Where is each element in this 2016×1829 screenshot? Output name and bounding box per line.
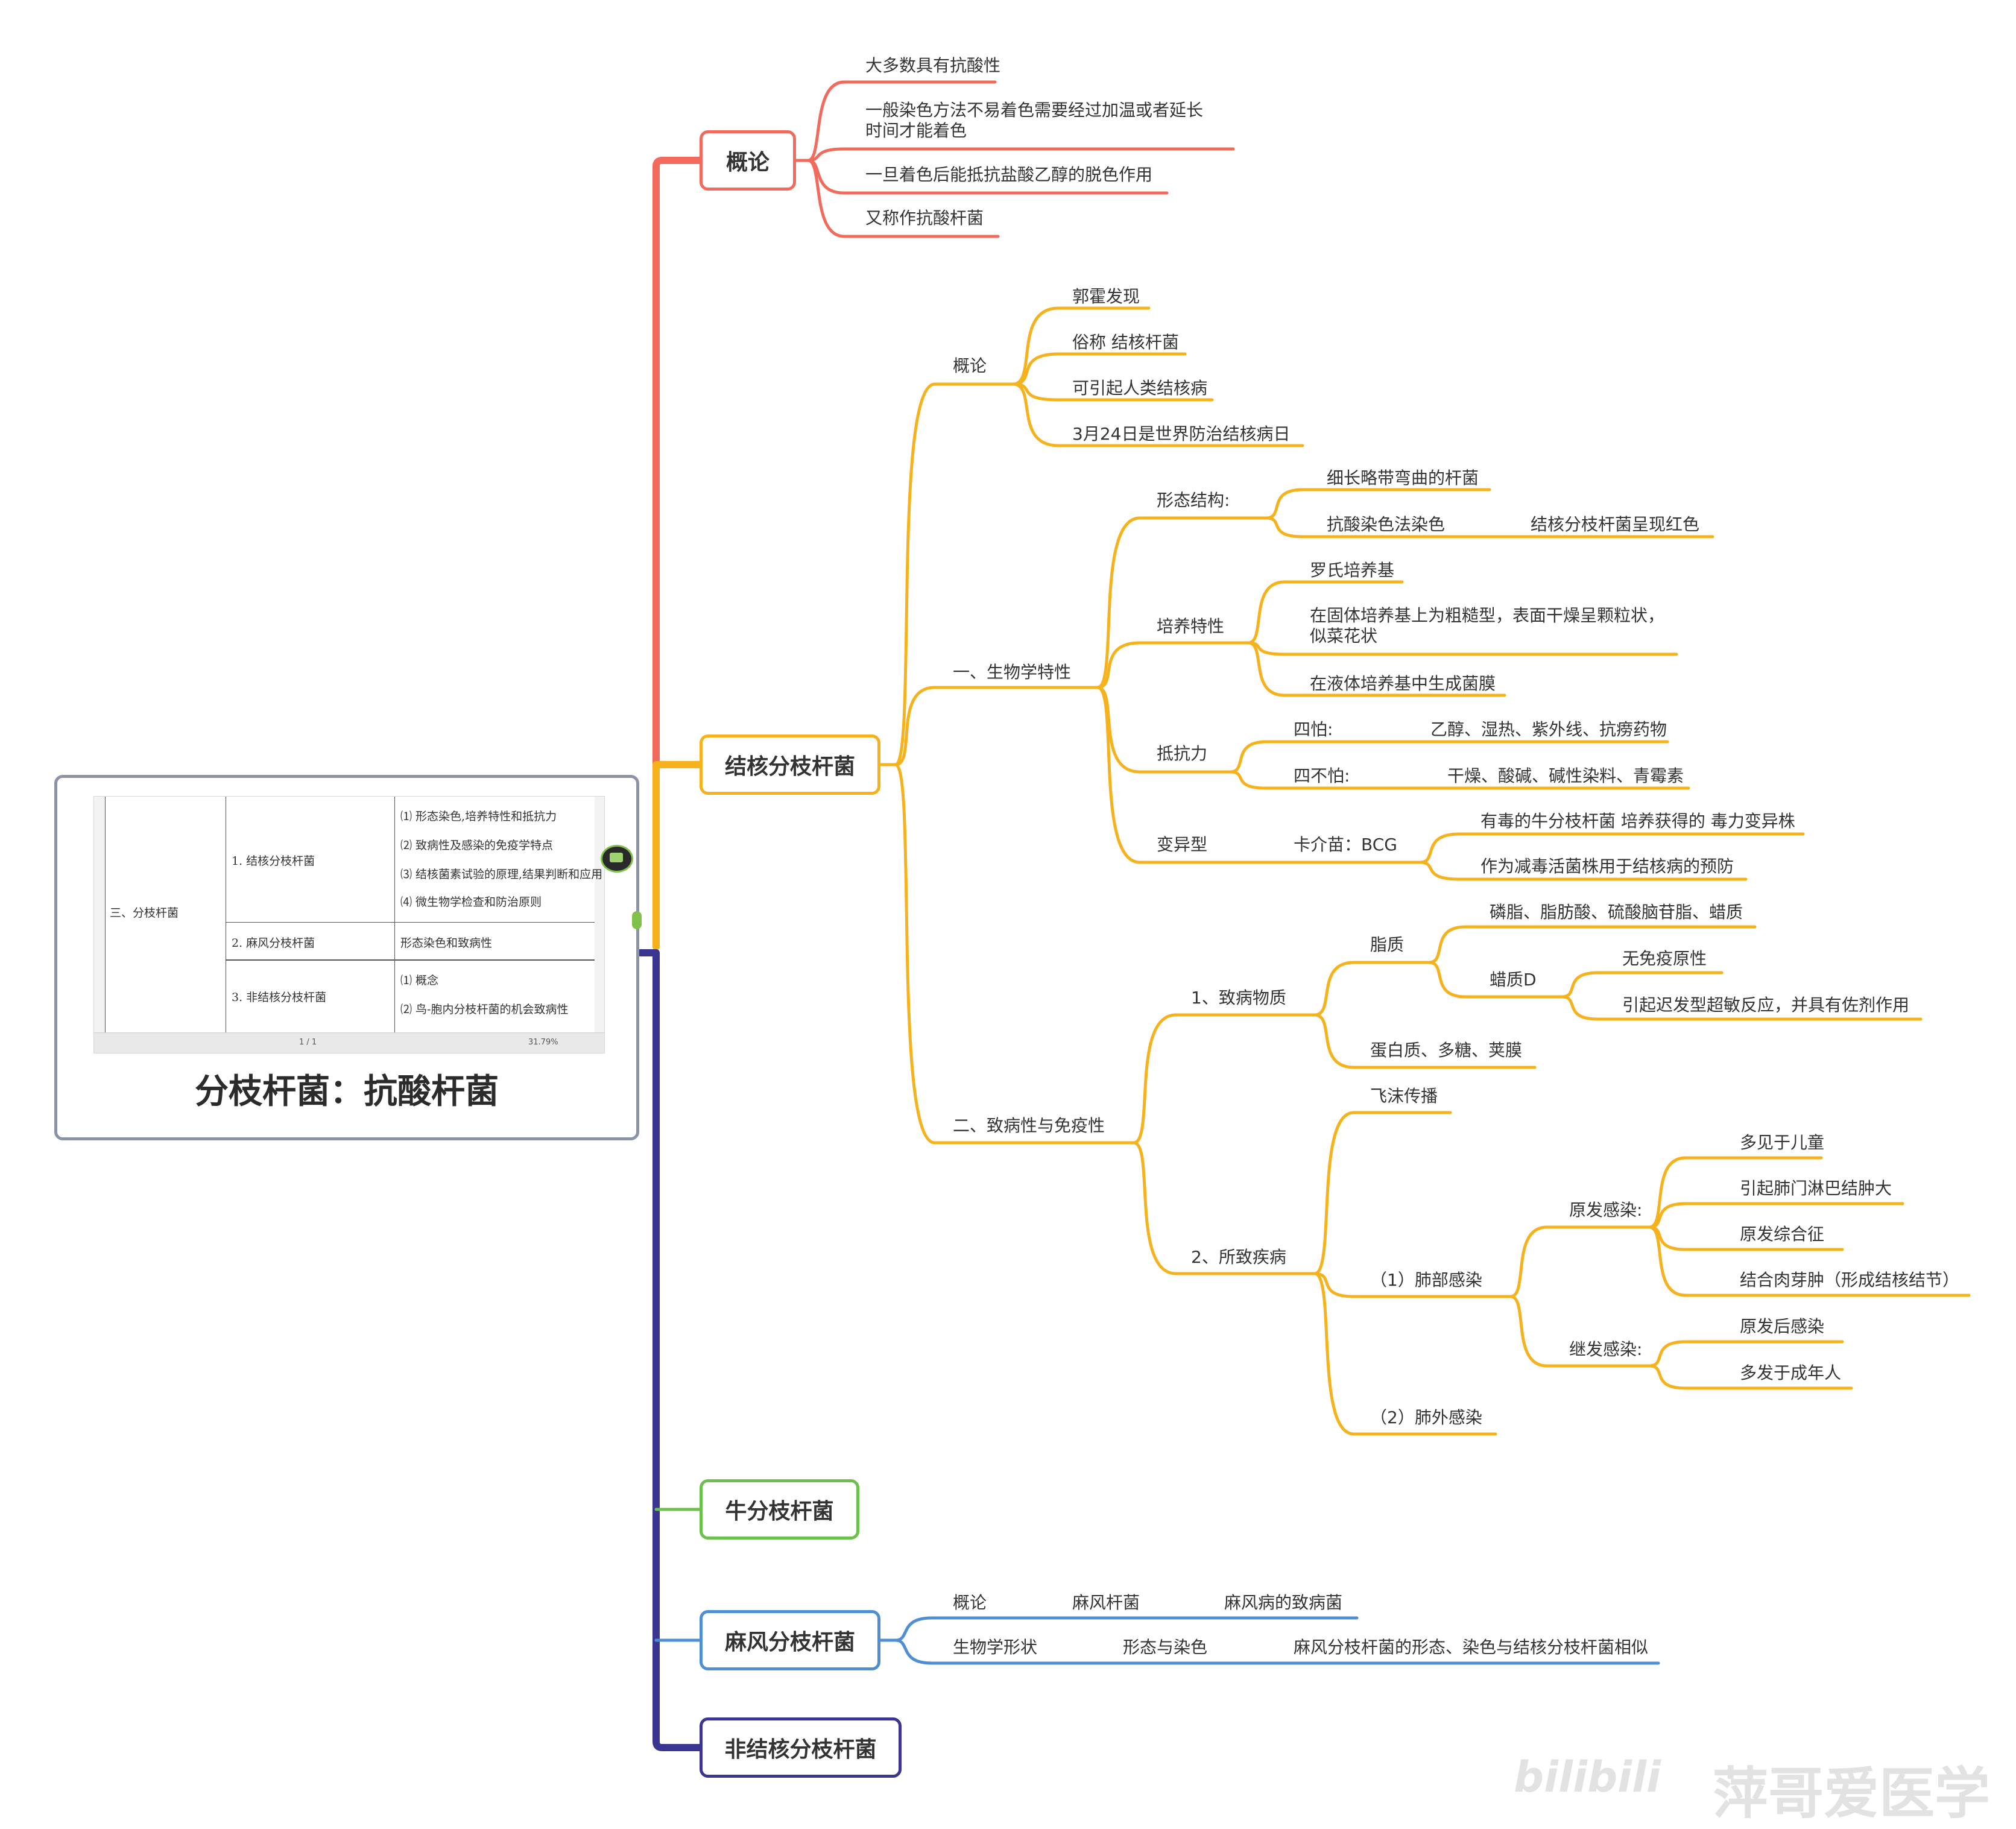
central-topic[interactable]: 三、分枝杆菌 1. 结核分枝杆菌 ⑴ 形态染色,培养特性和抵抗力 ⑵ 致病性及感… xyxy=(54,775,642,1140)
node-text[interactable]: 脂质 xyxy=(1370,935,1405,955)
topic-label: 概论 xyxy=(725,150,769,175)
node-text[interactable]: 生物学形状 xyxy=(953,1637,1038,1657)
node-text[interactable]: 无免疫原性 xyxy=(1622,949,1707,968)
node-text[interactable]: 引起迟发型超敏反应，并具有佐剂作用 xyxy=(1622,995,1910,1015)
node-text[interactable]: 结合肉芽肿（形成结核结节） xyxy=(1740,1270,1960,1290)
spine-navy xyxy=(637,949,703,1751)
topic-label: 牛分枝杆菌 xyxy=(725,1499,834,1524)
node-text[interactable]: 形态结构: xyxy=(1157,490,1230,510)
node-text[interactable]: 在液体培养基中生成菌膜 xyxy=(1310,674,1496,693)
node-text[interactable]: 麻风杆菌 xyxy=(1072,1593,1140,1613)
node-text[interactable]: 二、致病性与免疫性 xyxy=(953,1116,1105,1136)
node-text[interactable]: 四怕: xyxy=(1294,719,1333,739)
table-sub1: 1. 结核分枝杆菌 xyxy=(232,854,315,868)
spine-yellow xyxy=(653,761,703,950)
node-text[interactable]: 卡介苗：BCG xyxy=(1294,835,1397,854)
node-text[interactable]: 多见于儿童 xyxy=(1740,1132,1825,1152)
node-text[interactable]: 飞沫传播 xyxy=(1370,1086,1438,1106)
node-text[interactable]: 罗氏培养基 xyxy=(1310,560,1395,580)
node-text[interactable]: 有毒的牛分枝杆菌 培养获得的 毒力变异株 xyxy=(1480,811,1795,831)
node-text[interactable]: 四不怕: xyxy=(1294,766,1350,786)
node-text[interactable]: 又称作抗酸杆菌 xyxy=(865,208,984,228)
node-text[interactable]: 原发综合征 xyxy=(1740,1224,1825,1244)
node-text[interactable]: 蜡质D xyxy=(1490,970,1537,990)
node-text[interactable]: 细长略带弯曲的杆菌 xyxy=(1327,468,1479,488)
table-sub2-item: 形态染色和致病性 xyxy=(400,937,493,950)
node-text[interactable]: 乙醇、湿热、紫外线、抗痨药物 xyxy=(1430,719,1667,739)
node-text[interactable]: 干燥、酸碱、碱性染料、青霉素 xyxy=(1447,766,1684,786)
node-text[interactable]: 在固体培养基上为粗糙型，表面干燥呈颗粒状，似菜花状 xyxy=(1310,605,1665,646)
table-sub3-item: ⑵ 鸟-胞内分枝杆菌的机会致病性 xyxy=(400,1003,569,1016)
node-text[interactable]: 麻风病的致病菌 xyxy=(1224,1593,1343,1613)
spine-red xyxy=(653,157,703,768)
table-sub1-item: ⑶ 结核菌素试验的原理,结果判断和应用 xyxy=(400,868,603,881)
node-text[interactable]: （1）肺部感染 xyxy=(1370,1270,1482,1290)
node-text[interactable]: 引起肺门淋巴结肿大 xyxy=(1740,1178,1892,1198)
table-sub3-item: ⑴ 概念 xyxy=(400,974,439,987)
node-text[interactable]: 原发后感染 xyxy=(1740,1316,1825,1336)
node-text[interactable]: 3月24日是世界防治结核病日 xyxy=(1072,424,1291,444)
node-text[interactable]: 可引起人类结核病 xyxy=(1072,378,1208,398)
node-text[interactable]: 2、所致疾病 xyxy=(1191,1247,1286,1267)
node-text[interactable]: 结核分枝杆菌呈现红色 xyxy=(1531,514,1700,534)
node-text[interactable]: 一般染色方法不易着色需要经过加温或者延长时间才能着色 xyxy=(865,100,1204,141)
node-text[interactable]: 作为减毒活菌株用于结核病的预防 xyxy=(1480,856,1734,876)
node-text[interactable]: 原发感染: xyxy=(1569,1200,1643,1220)
node-text[interactable]: 概论 xyxy=(953,356,987,376)
topic-gailun[interactable]: 概论 xyxy=(700,130,796,191)
node-text[interactable]: 郭霍发现 xyxy=(1072,286,1140,306)
outline-thumbnail: 三、分枝杆菌 1. 结核分枝杆菌 ⑴ 形态染色,培养特性和抵抗力 ⑵ 致病性及感… xyxy=(93,796,642,1053)
node-text[interactable]: 多发于成年人 xyxy=(1740,1363,1842,1383)
node-text[interactable]: 俗称 结核杆菌 xyxy=(1072,332,1179,352)
side-handle-icon xyxy=(632,911,642,929)
video-widget-icon xyxy=(601,845,633,873)
node-text[interactable]: 一旦着色后能抵抗盐酸乙醇的脱色作用 xyxy=(865,165,1153,185)
node-text[interactable]: 一、生物学特性 xyxy=(953,662,1072,682)
table-sub3: 3. 非结核分枝杆菌 xyxy=(232,991,327,1004)
node-text[interactable]: 麻风分枝杆菌的形态、染色与结核分枝杆菌相似 xyxy=(1294,1637,1649,1657)
page-indicator: 1 / 1 xyxy=(299,1038,317,1047)
table-row-header: 三、分枝杆菌 xyxy=(110,906,179,920)
node-text[interactable]: 蛋白质、多糖、荚膜 xyxy=(1370,1040,1523,1060)
viewer-statusbar: 1 / 1 31.79% xyxy=(94,1032,604,1053)
topic-label: 非结核分枝杆菌 xyxy=(724,1737,877,1762)
table-sub2: 2. 麻风分枝杆菌 xyxy=(232,937,315,950)
topic-mafeng[interactable]: 麻风分枝杆菌 xyxy=(700,1610,880,1670)
node-text[interactable]: 抵抗力 xyxy=(1157,744,1208,763)
node-text[interactable]: 抗酸染色法染色 xyxy=(1327,514,1446,534)
topic-jiehe[interactable]: 结核分枝杆菌 xyxy=(700,734,880,795)
table-sub1-item: ⑵ 致病性及感染的免疫学特点 xyxy=(400,839,554,852)
node-text[interactable]: 磷脂、脂肪酸、硫酸脑苷脂、蜡质 xyxy=(1490,902,1743,922)
node-text[interactable]: 1、致病物质 xyxy=(1191,988,1286,1008)
node-text[interactable]: 变异型 xyxy=(1157,835,1208,854)
node-text[interactable]: （2）肺外感染 xyxy=(1370,1407,1482,1427)
node-text[interactable]: 培养特性 xyxy=(1157,616,1225,636)
node-text[interactable]: 大多数具有抗酸性 xyxy=(865,55,1001,75)
table-sub1-item: ⑴ 形态染色,培养特性和抵抗力 xyxy=(400,810,557,823)
central-title: 分枝杆菌：抗酸杆菌 xyxy=(195,1072,499,1111)
topic-niu[interactable]: 牛分枝杆菌 xyxy=(700,1479,859,1540)
table-sub1-item: ⑷ 微生物学检查和防治原则 xyxy=(400,896,542,909)
node-text[interactable]: 形态与染色 xyxy=(1123,1637,1208,1657)
node-text[interactable]: 概论 xyxy=(953,1593,987,1613)
topic-label: 结核分枝杆菌 xyxy=(724,754,855,779)
outline-table: 三、分枝杆菌 1. 结核分枝杆菌 ⑴ 形态染色,培养特性和抵抗力 ⑵ 致病性及感… xyxy=(105,797,602,1033)
topic-label: 麻风分枝杆菌 xyxy=(724,1630,855,1655)
zoom-level: 31.79% xyxy=(528,1038,558,1047)
node-text[interactable]: 继发感染: xyxy=(1569,1339,1643,1359)
topic-feijiehe[interactable]: 非结核分枝杆菌 xyxy=(700,1717,902,1778)
bilibili-logo: bilibili xyxy=(1514,1752,1661,1802)
watermark-text: 萍哥爱医学 xyxy=(1713,1761,1991,1826)
